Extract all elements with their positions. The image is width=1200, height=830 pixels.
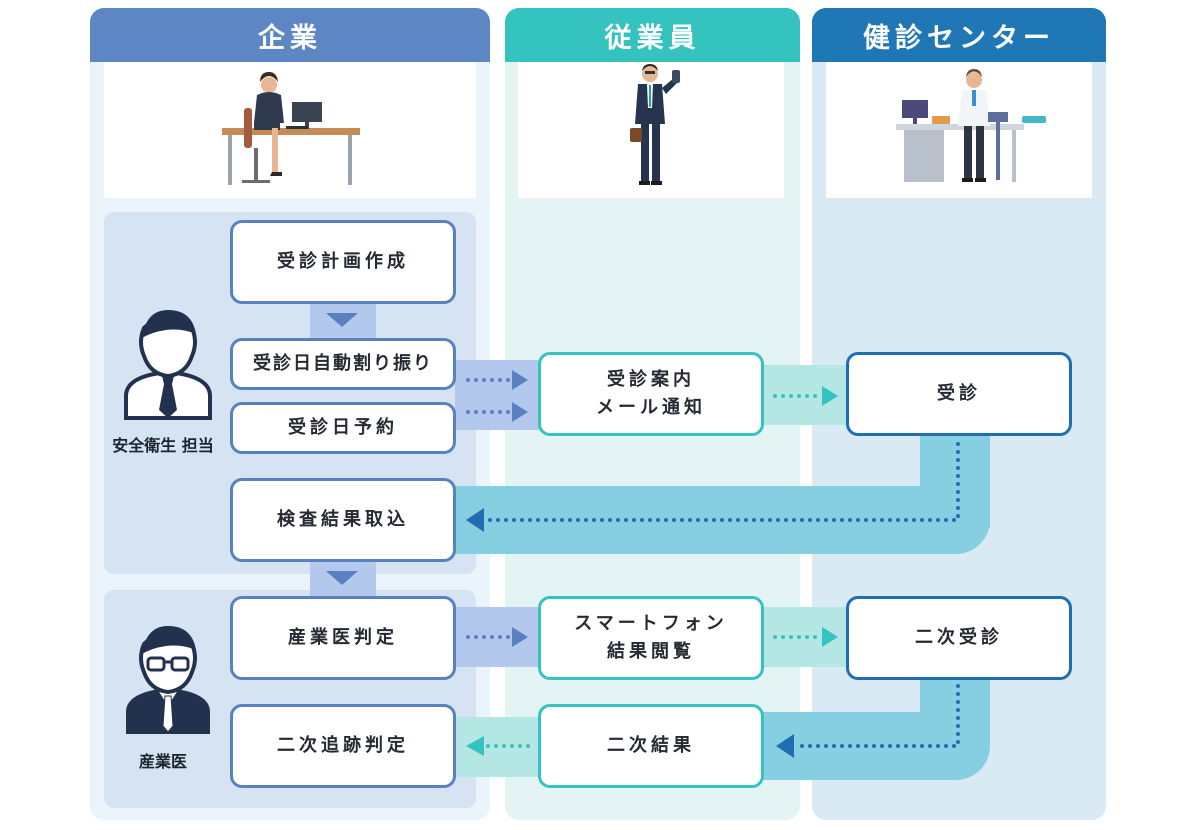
center-header: 健診センター bbox=[812, 8, 1106, 62]
industrial-doctor-label: 産業医 bbox=[138, 752, 187, 771]
company-header: 企業 bbox=[90, 8, 490, 62]
person-with-tie-icon bbox=[124, 310, 212, 420]
step-notice: 受診案内 メール通知 bbox=[538, 352, 764, 436]
step-auto-assign: 受診日自動割り振り bbox=[230, 338, 456, 390]
step-judge: 産業医判定 bbox=[230, 596, 456, 680]
step-reserve: 受診日予約 bbox=[230, 402, 456, 454]
employee-illustration bbox=[518, 62, 784, 198]
businessman-with-phone-icon bbox=[630, 64, 680, 185]
step-exam: 受診 bbox=[846, 352, 1072, 436]
employee-header: 従業員 bbox=[505, 8, 800, 62]
down-arrow-import-icon bbox=[326, 571, 358, 585]
arrow-second-result bbox=[792, 684, 960, 748]
office-worker-at-desk-icon bbox=[222, 72, 360, 185]
down-arrow-plan-icon bbox=[326, 313, 358, 327]
safety-officer-label: 安全衛生 担当 bbox=[112, 436, 214, 455]
doctor-at-desk-icon bbox=[896, 69, 1046, 182]
center-illustration bbox=[826, 62, 1092, 198]
step-plan: 受診計画作成 bbox=[230, 220, 456, 304]
step-second-exam: 二次受診 bbox=[846, 596, 1072, 680]
step-followup: 二次追跡判定 bbox=[230, 704, 456, 788]
step-import: 検査結果取込 bbox=[230, 478, 456, 562]
step-second-result: 二次結果 bbox=[538, 704, 764, 788]
band-reserve-notice bbox=[455, 360, 543, 430]
person-with-glasses-icon bbox=[126, 626, 210, 734]
step-smartphone: スマートフォン 結果閲覧 bbox=[538, 596, 764, 680]
arrow-exam-import bbox=[482, 442, 960, 522]
company-illustration bbox=[104, 62, 476, 198]
